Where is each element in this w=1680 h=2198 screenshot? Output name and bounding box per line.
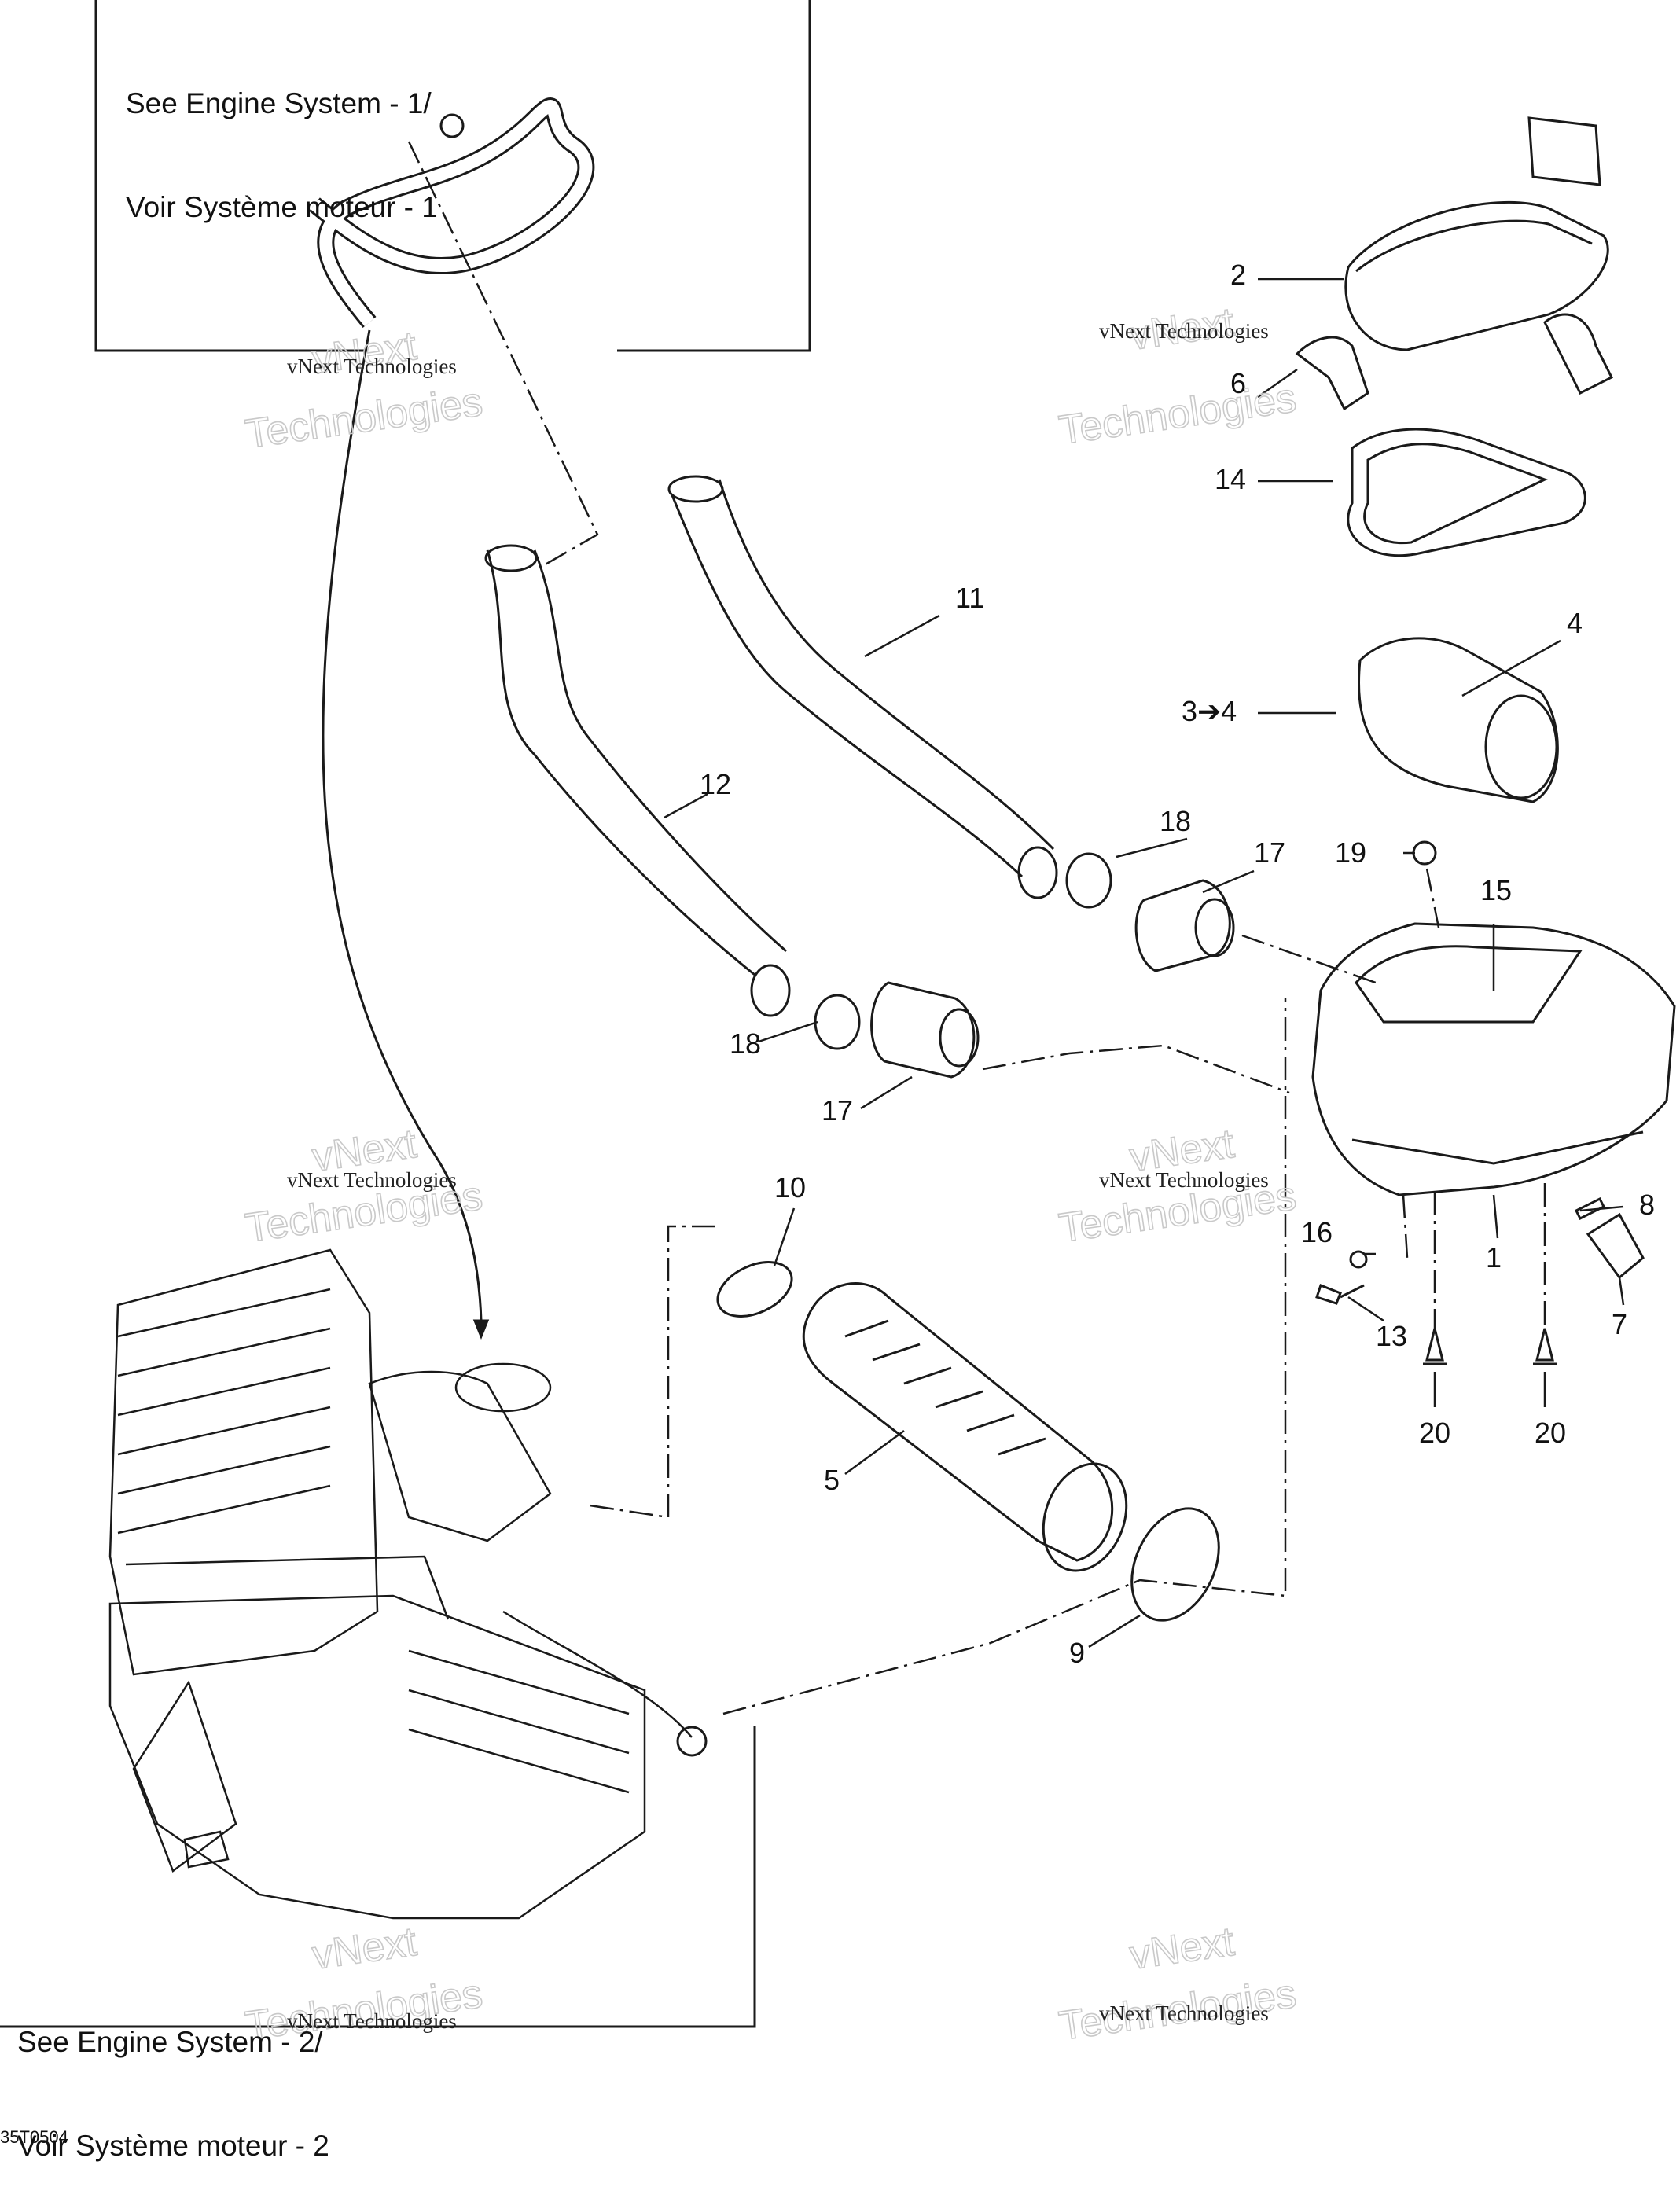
callout-19: 19 — [1335, 836, 1366, 869]
hose-12-edge — [533, 550, 787, 953]
callout-20-left: 20 — [1419, 1417, 1450, 1449]
align-line-5 — [722, 998, 1287, 1715]
gasket-14-inner — [1363, 443, 1548, 545]
engine-system-1-frame-right — [617, 0, 811, 352]
svg-text:vNext Technologies: vNext Technologies — [1099, 1168, 1269, 1192]
align-line-3 — [982, 1044, 1290, 1094]
air-box-1-lid — [1355, 945, 1583, 1024]
air-filter-4 — [1358, 637, 1559, 803]
breather-hose-top-inner — [311, 100, 593, 327]
screw-13 — [1315, 1284, 1365, 1305]
callout-9: 9 — [1069, 1637, 1085, 1669]
clamp-10 — [716, 1261, 793, 1318]
coupler-17-lower — [870, 981, 976, 1079]
svg-text:vNext Technologies: vNext Technologies — [1099, 2001, 1269, 2025]
svg-text:Technologies: Technologies — [243, 379, 486, 458]
callout-15: 15 — [1480, 874, 1512, 906]
hose-12 — [486, 550, 755, 976]
hose-11-bottom-end — [1017, 846, 1058, 899]
hose-clamp-top — [439, 113, 465, 138]
cover-clip-6-left — [1295, 336, 1369, 411]
air-intake-exploded-diagram: 2 6 14 4 3➔4 11 12 18 17 19 15 18 17 10 … — [0, 0, 1676, 2050]
engine-system-1-frame — [94, 0, 368, 352]
watermark-top-right: vNext Technologies vNext Technologies — [1056, 299, 1300, 454]
callout-20-right: 20 — [1535, 1417, 1566, 1449]
svg-text:vNext Technologies: vNext Technologies — [1099, 319, 1269, 343]
svg-text:vNext Technologies: vNext Technologies — [287, 355, 457, 378]
engine-system-1-english: See Engine System - 1/ — [126, 87, 432, 119]
clip-8 — [1574, 1196, 1606, 1221]
intake-boot-5-ribs — [844, 1319, 1046, 1456]
svg-text:vNext Technologies: vNext Technologies — [287, 1168, 457, 1192]
hose-11 — [671, 494, 1024, 878]
callout-17-lower: 17 — [822, 1094, 853, 1127]
intake-boot-5 — [802, 1282, 1114, 1562]
watermark-mid-left: vNext Technologies vNext Technologies — [242, 1120, 486, 1252]
air-box-1 — [1311, 922, 1676, 1196]
callout-4: 4 — [1567, 607, 1583, 639]
callout-10: 10 — [774, 1171, 806, 1204]
align-line-16 — [1402, 1194, 1409, 1259]
breather-line-to-engine — [322, 329, 483, 1321]
washer-16 — [1349, 1250, 1368, 1269]
cover-clip-right — [1543, 313, 1614, 395]
callout-13: 13 — [1376, 1320, 1407, 1352]
coupler-17-lower-end — [939, 1008, 980, 1068]
engine-system-2-frame — [0, 1726, 756, 2028]
screw-20-left — [1423, 1328, 1447, 1365]
callout-7: 7 — [1612, 1308, 1627, 1340]
engine-hose-clamp — [676, 1726, 708, 1757]
air-box-cover-2 — [1344, 200, 1609, 351]
callout-12: 12 — [700, 768, 731, 800]
gasket-14 — [1347, 428, 1586, 557]
watermark-bottom-right: vNext Technologies vNext Technologies — [1056, 1918, 1300, 2050]
drain-plug-19 — [1412, 840, 1437, 866]
svg-text:Technologies: Technologies — [1057, 375, 1300, 454]
cover-clip-top — [1527, 116, 1601, 186]
align-line-4 — [589, 1225, 715, 1519]
engine-system-1-french: Voir Système moteur - 1 — [126, 191, 438, 223]
clamp-18-upper — [1065, 852, 1112, 909]
watermark-top-left: vNext Technologies vNext Technologies — [242, 322, 486, 458]
drawing-code: 35T0504 — [0, 2127, 68, 2147]
coupler-17-upper-end — [1194, 898, 1235, 957]
engine-system-2-note: See Engine System - 2/ Voir Système mote… — [17, 1956, 329, 2198]
callout-17-upper: 17 — [1254, 836, 1285, 869]
air-box-cover-2-rim — [1355, 219, 1593, 273]
callout-16: 16 — [1301, 1216, 1333, 1248]
engine-system-2-english: See Engine System - 2/ — [17, 2026, 323, 2058]
callout-2: 2 — [1230, 259, 1246, 291]
callout-18-upper: 18 — [1160, 805, 1191, 837]
svg-text:vNext Technologies: vNext Technologies — [287, 2009, 457, 2033]
clamp-18-lower — [814, 994, 861, 1050]
coupler-17-upper — [1134, 879, 1231, 972]
callout-5: 5 — [824, 1464, 840, 1496]
engine-assembly — [108, 1248, 693, 1920]
air-filter-4-end — [1484, 694, 1558, 799]
hose-12-top-end — [484, 544, 538, 572]
engine-system-1-note: See Engine System - 1/ Voir Système mote… — [126, 17, 438, 259]
hose-11-edge — [718, 479, 1055, 851]
callout-11: 11 — [955, 582, 984, 614]
callout-1: 1 — [1486, 1241, 1502, 1274]
svg-text:vNext: vNext — [1127, 1919, 1237, 1979]
callout-6: 6 — [1230, 367, 1246, 399]
align-line-2 — [1241, 934, 1377, 984]
callout-3-to-4: 3➔4 — [1182, 695, 1237, 727]
screw-20-right — [1533, 1328, 1557, 1365]
callout-8: 8 — [1639, 1189, 1655, 1221]
intake-boot-5-mouth — [1042, 1462, 1128, 1572]
clamp-9 — [1130, 1507, 1220, 1622]
callout-14: 14 — [1215, 463, 1246, 495]
hose-11-top-end — [667, 475, 724, 503]
align-line-1 — [407, 141, 599, 568]
hose-12-bottom-end — [750, 964, 791, 1017]
breather-line-arrow — [472, 1319, 490, 1340]
air-box-1-bottom — [1351, 1130, 1644, 1165]
drain-plug-7 — [1586, 1212, 1645, 1280]
align-line-19 — [1425, 868, 1440, 928]
callout-18-lower: 18 — [730, 1027, 761, 1060]
leader-lines — [664, 278, 1625, 1648]
watermark-mid-right: vNext Technologies vNext Technologies — [1056, 1120, 1300, 1252]
